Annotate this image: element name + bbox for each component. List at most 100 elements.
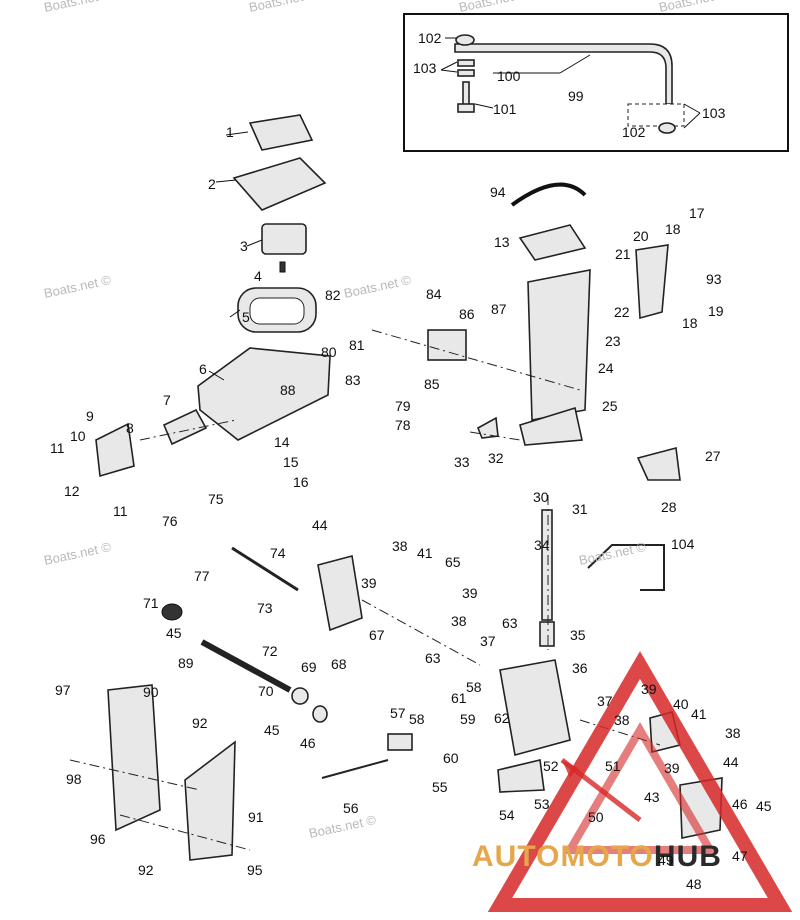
- callout-44: 44: [723, 754, 739, 770]
- callout-93: 93: [706, 271, 722, 287]
- callout-98: 98: [66, 771, 82, 787]
- watermark-text: Boats.net ©: [248, 0, 318, 15]
- callout-45: 45: [166, 625, 182, 641]
- watermark-text: Boats.net ©: [658, 0, 728, 15]
- callout-18: 18: [665, 221, 681, 237]
- callout-78: 78: [395, 417, 411, 433]
- callout-56: 56: [343, 800, 359, 816]
- callout-48: 48: [686, 876, 702, 892]
- callout-102: 102: [418, 30, 442, 46]
- callout-38: 38: [392, 538, 408, 554]
- callout-74: 74: [270, 545, 286, 561]
- callout-37: 37: [480, 633, 496, 649]
- callout-39: 39: [361, 575, 377, 591]
- callout-27: 27: [705, 448, 721, 464]
- callout-45: 45: [756, 798, 772, 814]
- callout-43: 43: [644, 789, 660, 805]
- callout-12: 12: [64, 483, 80, 499]
- callout-67: 67: [369, 627, 385, 643]
- callout-96: 96: [90, 831, 106, 847]
- callout-68: 68: [331, 656, 347, 672]
- callout-79: 79: [395, 398, 411, 414]
- callout-24: 24: [598, 360, 614, 376]
- callout-35: 35: [570, 627, 586, 643]
- callout-60: 60: [443, 750, 459, 766]
- watermark-text: Boats.net ©: [578, 539, 648, 568]
- callout-39: 39: [641, 681, 657, 697]
- callout-20: 20: [633, 228, 649, 244]
- callout-6: 6: [199, 361, 207, 377]
- callout-15: 15: [283, 454, 299, 470]
- callout-95: 95: [247, 862, 263, 878]
- callout-layer: 1234567891011121113141516171818192021222…: [50, 30, 772, 892]
- callout-39: 39: [664, 760, 680, 776]
- callout-11: 11: [50, 440, 65, 456]
- callout-76: 76: [162, 513, 178, 529]
- callout-38: 38: [614, 712, 630, 728]
- callout-102: 102: [622, 124, 646, 140]
- callout-11: 11: [113, 503, 128, 519]
- callout-69: 69: [301, 659, 317, 675]
- callout-25: 25: [602, 398, 618, 414]
- callout-58: 58: [409, 711, 425, 727]
- callout-99: 99: [568, 88, 584, 104]
- callout-14: 14: [274, 434, 290, 450]
- callout-13: 13: [494, 234, 510, 250]
- callout-53: 53: [534, 796, 550, 812]
- callout-101: 101: [493, 101, 517, 117]
- callout-103: 103: [413, 60, 437, 76]
- callout-16: 16: [293, 474, 309, 490]
- callout-85: 85: [424, 376, 440, 392]
- callout-18: 18: [682, 315, 698, 331]
- callout-30: 30: [533, 489, 549, 505]
- callout-47: 47: [732, 848, 748, 864]
- callout-80: 80: [321, 344, 337, 360]
- callout-90: 90: [143, 684, 159, 700]
- callout-1: 1: [226, 124, 234, 140]
- callout-19: 19: [708, 303, 724, 319]
- callout-97: 97: [55, 682, 71, 698]
- callout-9: 9: [86, 408, 94, 424]
- watermark-text: Boats.net ©: [43, 0, 113, 15]
- callout-38: 38: [451, 613, 467, 629]
- callout-50: 50: [588, 809, 604, 825]
- callout-28: 28: [661, 499, 677, 515]
- watermark-text: Boats.net ©: [458, 0, 528, 15]
- callout-21: 21: [615, 246, 631, 262]
- callout-55: 55: [432, 779, 448, 795]
- callout-92: 92: [138, 862, 154, 878]
- callout-2: 2: [208, 176, 216, 192]
- watermark-text: Boats.net ©: [308, 812, 378, 841]
- callout-91: 91: [248, 809, 264, 825]
- callout-86: 86: [459, 306, 475, 322]
- callout-77: 77: [194, 568, 210, 584]
- callout-22: 22: [614, 304, 630, 320]
- callout-57: 57: [390, 705, 406, 721]
- steering-inset: [403, 13, 789, 152]
- callout-46: 46: [732, 796, 748, 812]
- callout-75: 75: [208, 491, 224, 507]
- callout-5: 5: [242, 309, 250, 325]
- callout-52: 52: [543, 758, 559, 774]
- callout-100: 100: [497, 68, 521, 84]
- callout-81: 81: [349, 337, 365, 353]
- callout-83: 83: [345, 372, 361, 388]
- callout-44: 44: [312, 517, 328, 533]
- assembly-center-lines: [69, 329, 661, 851]
- callout-62: 62: [494, 710, 510, 726]
- callout-46: 46: [300, 735, 316, 751]
- callout-37: 37: [597, 693, 613, 709]
- callout-84: 84: [426, 286, 442, 302]
- callout-63: 63: [425, 650, 441, 666]
- callout-54: 54: [499, 807, 515, 823]
- callout-61: 61: [451, 690, 467, 706]
- automotohub-logo: AUTOMOTOHUB: [472, 651, 793, 912]
- callout-34: 34: [534, 537, 550, 553]
- callout-39: 39: [462, 585, 478, 601]
- upper-cover-parts: [95, 114, 331, 478]
- callout-104: 104: [671, 536, 695, 552]
- callout-23: 23: [605, 333, 621, 349]
- callout-65: 65: [445, 554, 461, 570]
- callout-31: 31: [572, 501, 588, 517]
- callout-73: 73: [257, 600, 273, 616]
